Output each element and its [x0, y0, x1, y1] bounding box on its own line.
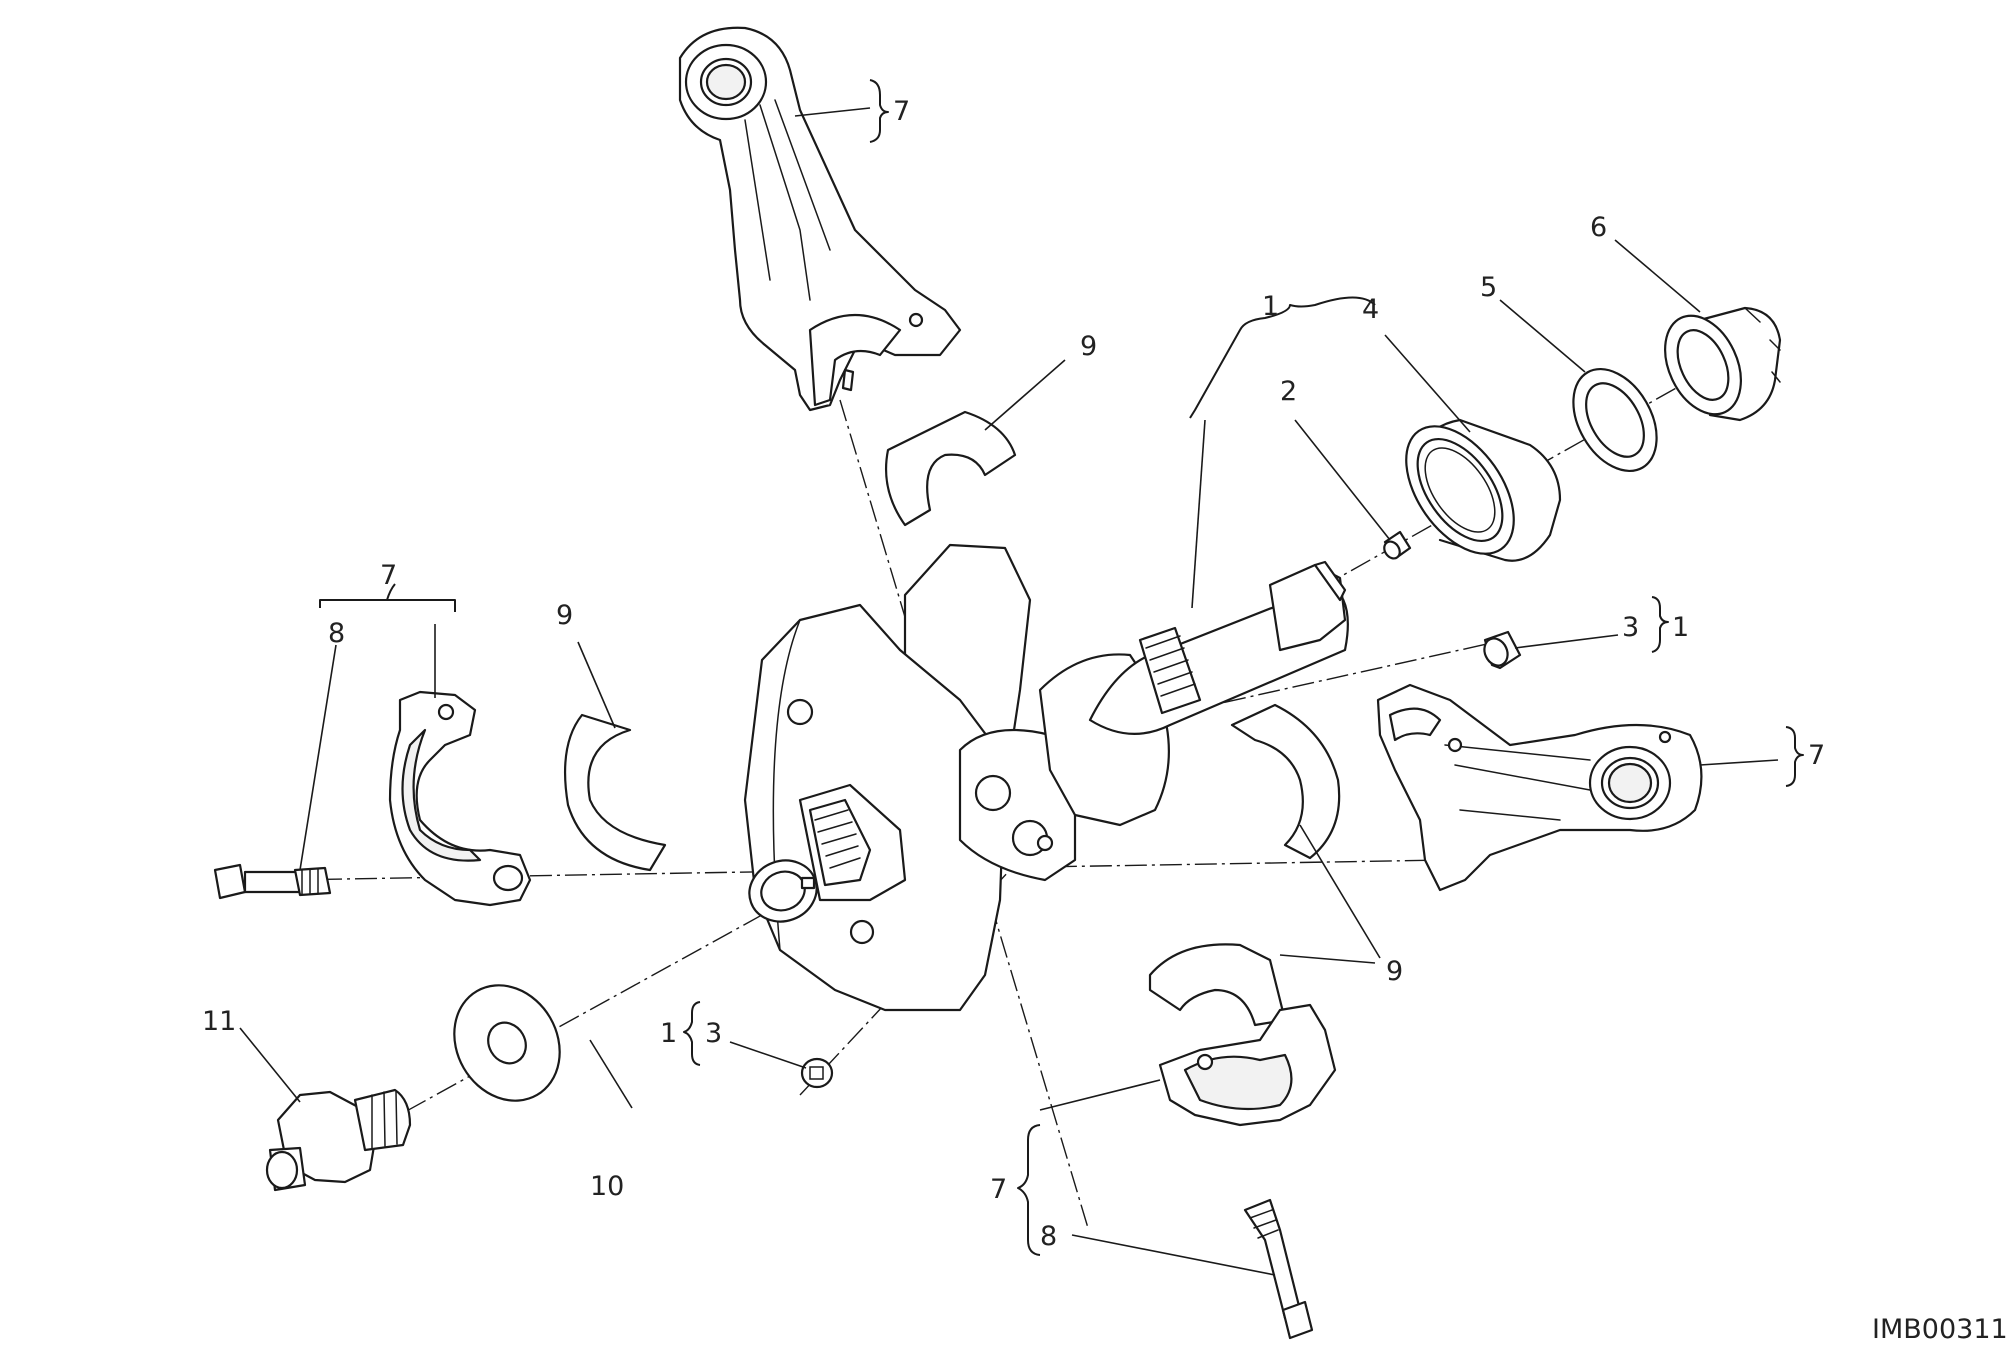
callout-1-right-group: 1: [1672, 612, 1689, 643]
callout-8-left: 8: [328, 618, 345, 649]
plug-screw-bottom[interactable]: [800, 1057, 834, 1089]
thrust-washer[interactable]: [1556, 354, 1673, 485]
callout-3-right: 3: [1622, 612, 1639, 643]
callout-labels: 7 9 1 4 2 5 6 3 1 7 7 8 9 9 11 10 1 3 7 …: [202, 96, 1825, 1252]
rod-bolt-left[interactable]: [213, 863, 332, 900]
plug-screw-right[interactable]: [1480, 630, 1522, 670]
bearing-shell-left[interactable]: [563, 713, 667, 872]
callout-10: 10: [590, 1171, 624, 1202]
washer[interactable]: [434, 966, 581, 1120]
callout-3-bottom: 3: [705, 1018, 722, 1049]
brace-group-1-top: [1189, 296, 1376, 419]
callout-1-bottom-group: 1: [660, 1018, 677, 1049]
callout-7-right: 7: [1808, 740, 1825, 771]
crankshaft[interactable]: [741, 543, 1349, 1012]
connecting-rod-top[interactable]: [678, 26, 962, 412]
rod-bolt-bottom[interactable]: [1243, 1198, 1314, 1340]
bearing-shell-bottom[interactable]: [1148, 943, 1287, 1027]
diagram-code: IMB00311: [1872, 1314, 2008, 1345]
rod-cap-left[interactable]: [388, 690, 532, 907]
brace-group-7-bottom: [1017, 1124, 1041, 1256]
callout-7-top: 7: [893, 96, 910, 127]
bearing-shell-top[interactable]: [885, 410, 1017, 527]
brace-group-1-right: [1651, 596, 1669, 653]
callout-8-bottom: 8: [1040, 1221, 1057, 1252]
callout-1-top: 1: [1262, 291, 1279, 322]
dowel-pin[interactable]: [1381, 530, 1412, 561]
callout-4: 4: [1362, 294, 1379, 325]
rod-cap-bottom[interactable]: [1158, 1003, 1337, 1127]
connecting-rod-right[interactable]: [1376, 683, 1703, 892]
callout-5: 5: [1480, 272, 1497, 303]
callout-9-left: 9: [556, 600, 573, 631]
callout-9-right: 9: [1386, 956, 1403, 987]
callout-7-bottom: 7: [990, 1174, 1007, 1205]
leader-lines: [239, 107, 1779, 1276]
brace-group-7-right: [1785, 726, 1804, 787]
flywheel-bolt[interactable]: [265, 1088, 412, 1192]
brace-group-7-left: [319, 583, 456, 612]
bearing-shell-right[interactable]: [1230, 703, 1341, 860]
callout-2: 2: [1280, 376, 1297, 407]
main-bearing[interactable]: [1384, 407, 1562, 573]
ring-nut[interactable]: [1650, 304, 1782, 427]
braces: [319, 79, 1804, 1256]
brace-group-1-bottom: [683, 1001, 701, 1066]
callout-7-left: 7: [380, 560, 397, 591]
brace-group-7-top: [869, 79, 889, 143]
callout-9-top: 9: [1080, 331, 1097, 362]
callout-6: 6: [1590, 212, 1607, 243]
callout-11: 11: [202, 1006, 236, 1037]
